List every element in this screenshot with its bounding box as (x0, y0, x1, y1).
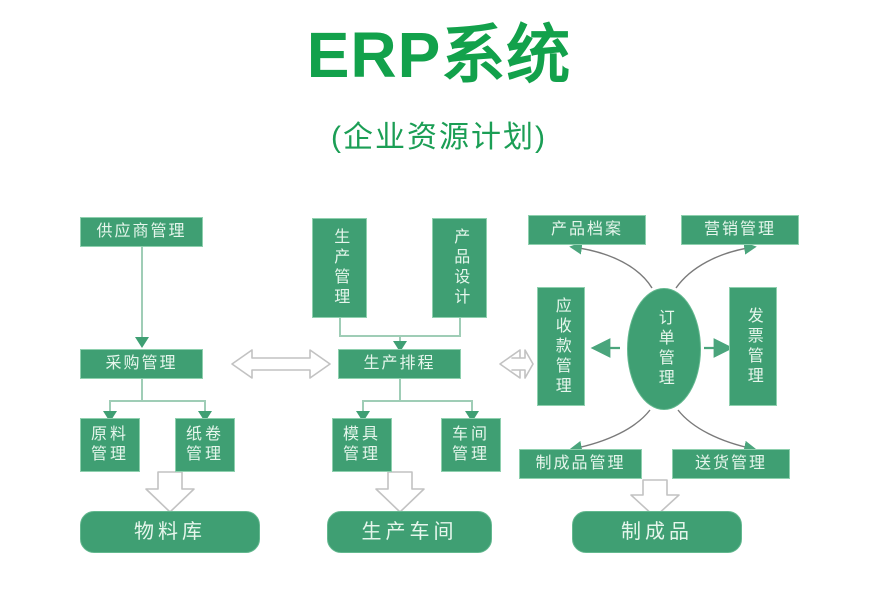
node-invoice-management[interactable]: 发票管理 (729, 287, 777, 406)
node-product-design[interactable]: 产品设计 (432, 218, 487, 318)
connector-schedule-bus (362, 400, 472, 402)
node-raw-material-management[interactable]: 原料 管理 (80, 418, 140, 472)
arrowhead-raw-material (103, 411, 117, 422)
page-subtitle: (企业资源计划) (331, 121, 547, 154)
arrowhead-workshop-mgmt (465, 411, 479, 422)
connector-to-workshop-mgmt (471, 400, 473, 414)
node-material-warehouse[interactable]: 物料库 (80, 511, 260, 553)
arrowhead-mold-mgmt (356, 411, 370, 422)
page-title: ERP系统 (306, 19, 572, 91)
node-order-management[interactable]: 订单管理 (627, 288, 701, 410)
connector-production-mgmt-stem (339, 318, 341, 336)
curved-arrow-order-to-product-archive (569, 241, 653, 289)
node-production-workshop[interactable]: 生产车间 (327, 511, 492, 553)
block-arrow-to-material-warehouse (145, 471, 195, 513)
node-delivery-management[interactable]: 送货管理 (672, 449, 790, 479)
connector-purchasing-stem (141, 379, 143, 401)
arrowhead-purchasing (135, 337, 149, 348)
connector-purchasing-bus (109, 400, 205, 402)
node-production-schedule[interactable]: 生产排程 (338, 349, 461, 379)
curved-arrow-order-to-delivery (677, 409, 757, 454)
node-product-archive[interactable]: 产品档案 (528, 215, 646, 245)
connector-supplier-to-purchasing (141, 247, 143, 339)
curved-arrow-order-to-finished-goods-mgmt (569, 409, 651, 454)
node-production-management[interactable]: 生产管理 (312, 218, 367, 318)
node-marketing-management[interactable]: 营销管理 (681, 215, 799, 245)
connector-to-raw-material (109, 400, 111, 414)
connector-product-design-stem (459, 318, 461, 336)
node-mold-management[interactable]: 模具 管理 (332, 418, 392, 472)
node-finished-goods-management[interactable]: 制成品管理 (519, 449, 642, 479)
node-paper-roll-management[interactable]: 纸卷 管理 (175, 418, 235, 472)
block-double-arrow-purchasing-schedule (231, 349, 331, 379)
node-supplier-management[interactable]: 供应商管理 (80, 217, 203, 247)
block-double-arrow-schedule-receivables (499, 349, 534, 379)
connector-to-mold-mgmt (362, 400, 364, 414)
node-purchasing-management[interactable]: 采购管理 (80, 349, 203, 379)
block-arrow-to-production-workshop (375, 471, 425, 513)
connector-schedule-stem (399, 379, 401, 401)
curved-arrow-order-to-marketing (675, 242, 757, 289)
arrowhead-production-schedule (393, 341, 407, 352)
arrowhead-paper-roll (198, 411, 212, 422)
node-receivables-management[interactable]: 应收款管理 (537, 287, 585, 406)
node-finished-goods[interactable]: 制成品 (572, 511, 742, 553)
connector-bus-to-schedule (399, 335, 401, 345)
node-workshop-management[interactable]: 车间 管理 (441, 418, 501, 472)
connector-to-paper-roll (204, 400, 206, 414)
